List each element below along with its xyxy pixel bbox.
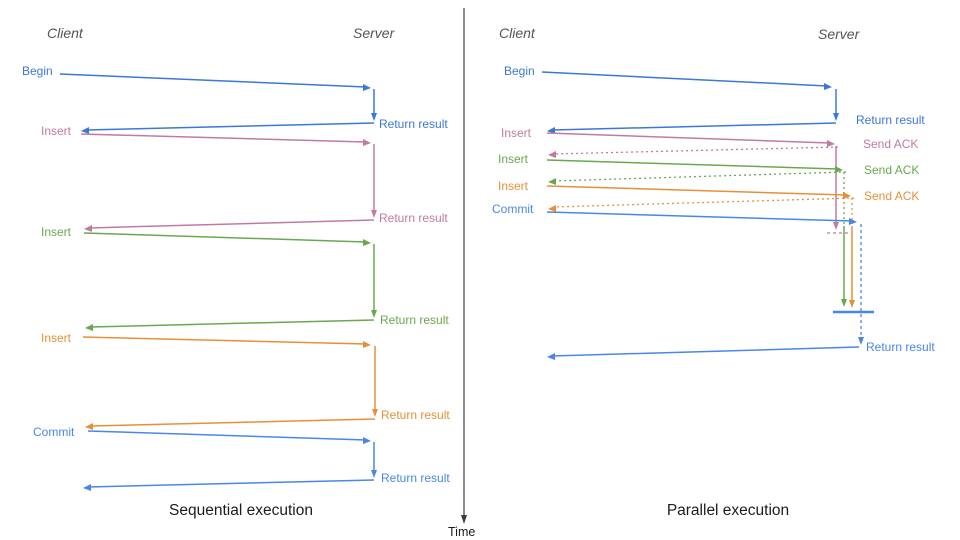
par-insert2-ack-label: Send ACK	[864, 163, 920, 177]
seq-commit-arrow	[83, 430, 377, 491]
seq-insert1-arrow	[80, 133, 377, 232]
par-insert2-arrow	[546, 159, 847, 307]
seq-insert3-return-label: Return result	[381, 408, 450, 422]
seq-begin-arrow	[59, 73, 377, 134]
seq-insert2-return-label: Return result	[380, 313, 449, 327]
seq-insert2-label: Insert	[41, 225, 72, 239]
seq-insert1-label: Insert	[41, 124, 72, 138]
par-commit-arrow	[546, 211, 874, 360]
par-insert1-ack-label: Send ACK	[863, 137, 919, 151]
seq-insert3-label: Insert	[41, 331, 72, 345]
seq-insert3-arrow	[82, 336, 378, 430]
par-commit-return-label: Return result	[866, 340, 935, 354]
seq-insert1-return-label: Return result	[379, 211, 448, 225]
par-insert3-arrow	[546, 185, 855, 308]
par-insert2-label: Insert	[498, 152, 529, 166]
seq-commit-label: Commit	[33, 425, 75, 439]
par-begin-return-label: Return result	[856, 113, 925, 127]
par-insert3-label: Insert	[498, 179, 529, 193]
seq-begin-return-label: Return result	[379, 117, 448, 131]
par-begin-label: Begin	[504, 64, 535, 78]
seq-insert2-arrow	[83, 232, 377, 331]
time-axis	[461, 8, 467, 524]
par-server-header: Server	[818, 26, 860, 42]
par-insert1-label: Insert	[501, 126, 532, 140]
seq-begin-label: Begin	[22, 64, 53, 78]
par-begin-arrow	[541, 71, 839, 134]
par-commit-label: Commit	[492, 202, 534, 216]
par-insert3-ack-label: Send ACK	[864, 189, 920, 203]
time-axis-label: Time	[448, 525, 476, 539]
seq-client-header: Client	[47, 25, 83, 41]
seq-server-header: Server	[353, 25, 395, 41]
par-title: Parallel execution	[666, 502, 790, 519]
seq-commit-return-label: Return result	[381, 471, 450, 485]
par-insert1-arrow	[546, 132, 850, 234]
par-client-header: Client	[499, 25, 535, 41]
time-axis-arrowhead	[461, 515, 467, 524]
seq-title: Sequential execution	[169, 502, 313, 519]
